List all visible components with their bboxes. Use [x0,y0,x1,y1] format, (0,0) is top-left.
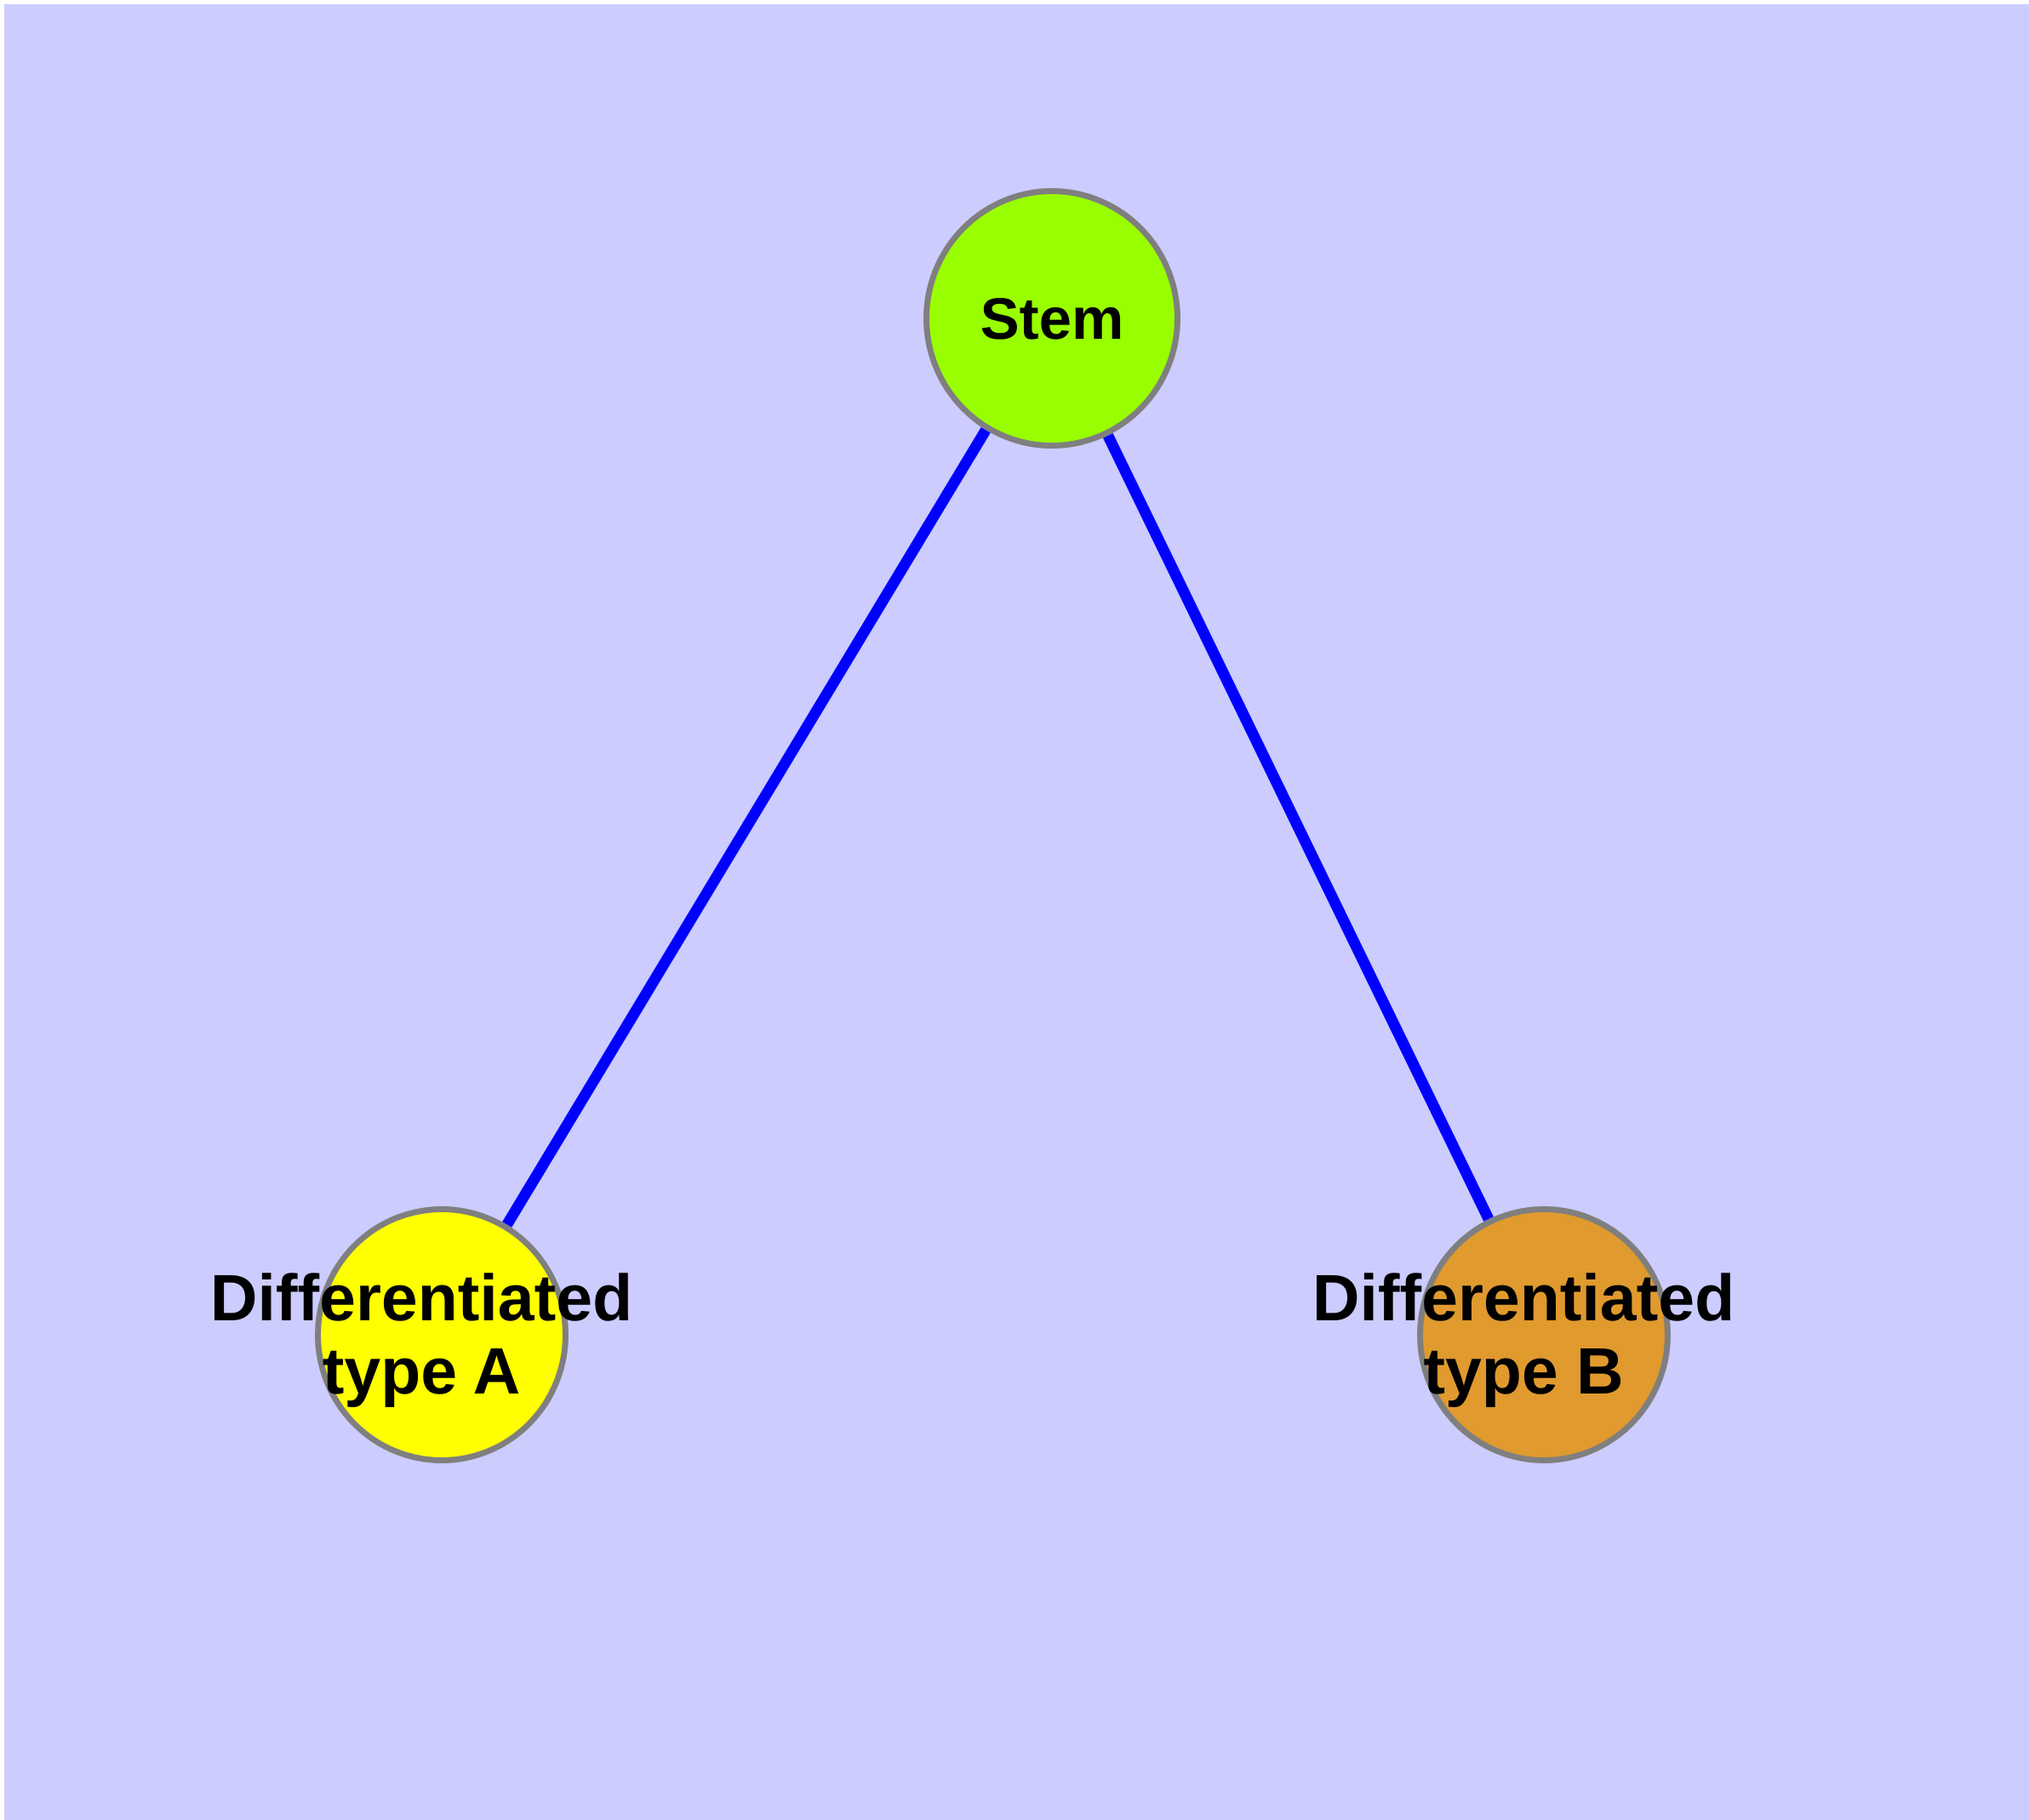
node-differentiated-type-b[interactable] [1417,1206,1671,1463]
edge-stem-to-differentiated-type-a[interactable] [502,426,991,1228]
node-stem[interactable] [923,188,1180,449]
edge-layer [502,426,1494,1228]
edge-stem-to-differentiated-type-b[interactable] [1102,432,1494,1222]
node-layer [315,188,1671,1463]
node-differentiated-type-a[interactable] [315,1206,569,1463]
